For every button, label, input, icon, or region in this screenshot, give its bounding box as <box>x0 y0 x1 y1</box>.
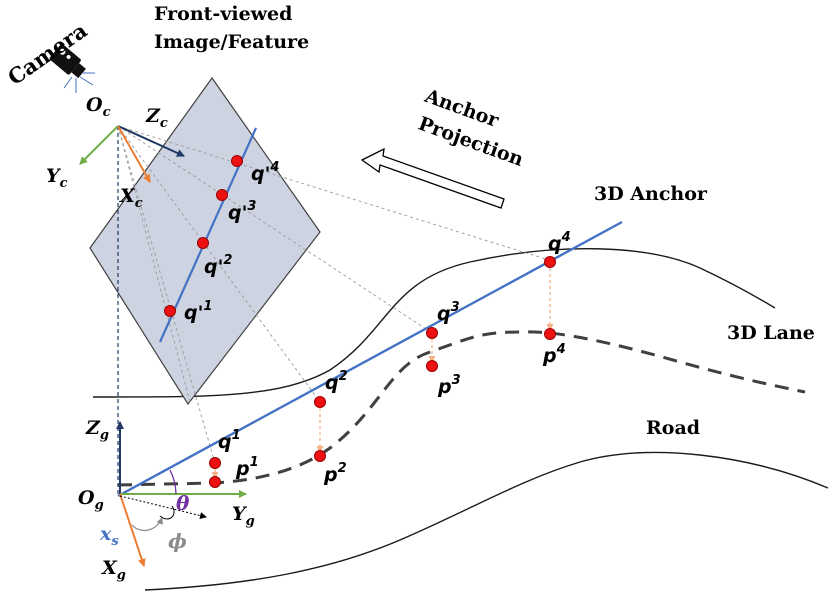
camera-z-label: Zc <box>145 105 168 131</box>
camera-x-label: Xc <box>119 185 143 211</box>
lane-points <box>209 328 556 488</box>
lane-3d-curve <box>117 330 806 487</box>
lane-point-4-label: p4 <box>542 342 566 367</box>
lane-point-3 <box>426 360 438 372</box>
camera-origin-label: Oc <box>86 94 111 120</box>
camera-y-axis <box>79 125 119 165</box>
phi-label: ϕ <box>168 529 187 553</box>
anchor-point-3-label: q3 <box>437 300 460 325</box>
projection-rays <box>117 125 553 464</box>
image-point-2 <box>197 237 209 249</box>
ground-y-label: Yg <box>232 503 255 529</box>
phi-arc <box>131 517 163 532</box>
lane-point-3-label: p3 <box>437 373 461 398</box>
road-label: Road <box>646 417 700 439</box>
image-point-1 <box>164 305 176 317</box>
image-points <box>164 155 243 317</box>
anchor-projection-arrow <box>360 147 505 209</box>
theta-arc <box>169 469 177 495</box>
ground-origin-label: Og <box>78 487 104 513</box>
camera-z-axis <box>117 125 185 157</box>
anchor-point-1 <box>209 457 221 469</box>
phi-arc-2 <box>159 505 175 520</box>
anchor-points <box>209 256 556 469</box>
lane-point-2-label: p2 <box>323 461 347 486</box>
ground-x-label: Xg <box>101 557 126 583</box>
lane-point-1-label: p1 <box>235 455 259 480</box>
anchor-point-3 <box>426 327 438 339</box>
lane-point-4 <box>544 328 556 340</box>
anchor-point-2-label: q2 <box>325 369 348 394</box>
road-edge-upper <box>92 248 776 398</box>
anchor-point-4 <box>544 256 556 268</box>
ground-z-label: Zg <box>85 417 109 443</box>
lane-point-1 <box>209 476 221 488</box>
theta-label: θ <box>176 491 190 515</box>
front-viewed-label: Front-viewed <box>154 3 292 25</box>
lane-3d-label: 3D Lane <box>727 322 815 344</box>
image-point-2-label: q'2 <box>204 253 232 278</box>
camera-y-label: Yc <box>46 165 68 191</box>
anchor-point-4-label: q4 <box>548 230 571 255</box>
lane-point-2 <box>314 450 326 462</box>
anchor-point-2 <box>314 396 326 408</box>
image-point-4-label: q'4 <box>251 160 279 185</box>
xs-label: xs <box>99 523 119 549</box>
camera-x-axis <box>117 125 151 183</box>
image-point-3 <box>216 189 228 201</box>
camera-label: Camera <box>3 17 92 90</box>
image-point-1-label: q'1 <box>184 299 212 324</box>
anchor-3d-line <box>117 220 623 498</box>
ground-projection-axis <box>119 495 207 519</box>
image-feature-label: Image/Feature <box>154 31 309 53</box>
image-point-3-label: q'3 <box>228 199 256 224</box>
camera-icon <box>49 44 95 93</box>
ground-x-axis <box>119 493 146 567</box>
anchor-3d-label: 3D Anchor <box>594 183 708 205</box>
image-point-4 <box>231 155 243 167</box>
anchor-point-1-label: q1 <box>218 428 241 453</box>
road-edge-lower <box>144 451 829 591</box>
